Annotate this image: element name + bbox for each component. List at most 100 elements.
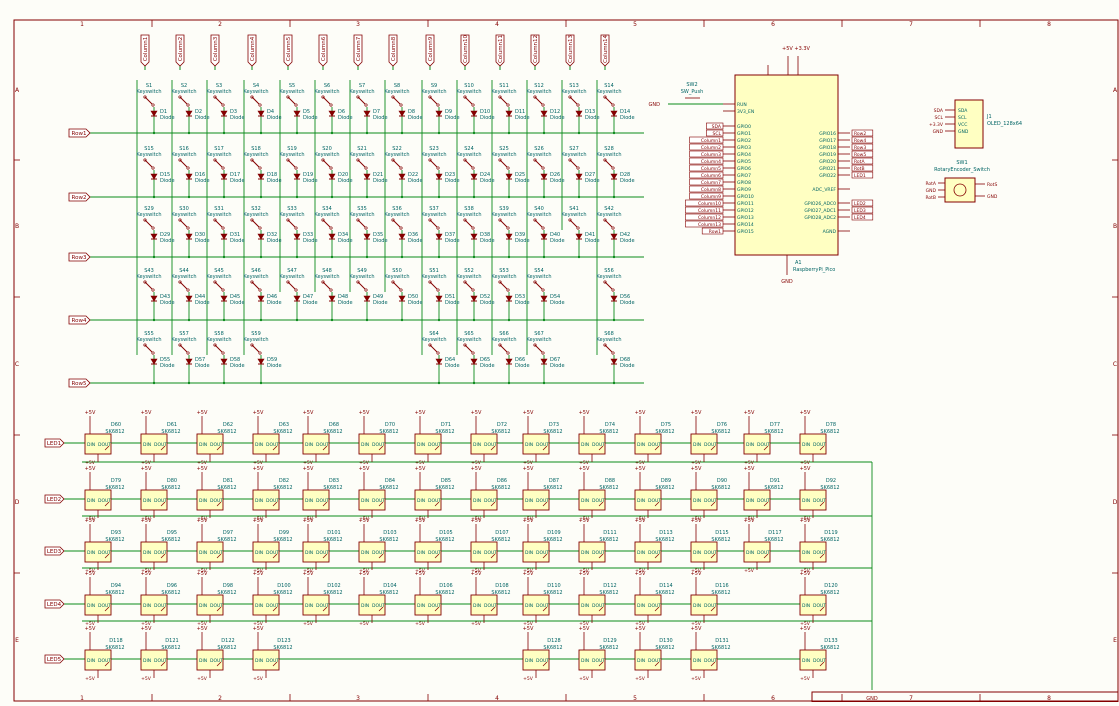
din-pin: DIN	[417, 442, 425, 448]
column-label-text: Column14	[603, 34, 609, 63]
vcc-label: +5V	[579, 626, 590, 632]
led-part-value: SK6812	[599, 645, 618, 651]
vcc-label: +5V	[800, 410, 811, 416]
led-ref: D91	[770, 478, 780, 484]
led-arrow	[322, 501, 328, 507]
diode-body	[610, 233, 618, 240]
led-ref: D68	[329, 422, 339, 428]
dout-pin: DOUT	[154, 498, 167, 504]
switch-pin	[221, 166, 225, 170]
junction	[612, 255, 616, 259]
diode-ref: D30	[195, 232, 205, 238]
net-label-text: Column4	[701, 159, 721, 165]
switch-contact	[604, 96, 613, 105]
switch-pin	[436, 351, 440, 355]
frame-column-label: 8	[1047, 695, 1051, 702]
diode-body	[257, 295, 265, 302]
switch-contact	[287, 219, 296, 228]
switch-ref: S44	[179, 268, 189, 274]
din-pin: DIN	[525, 603, 533, 609]
led-part-value: SK6812	[379, 537, 398, 543]
mcu-net-label: LED3	[851, 206, 874, 214]
switch-pin	[399, 166, 403, 170]
column-net-label: Column2	[175, 34, 185, 67]
switch-contact	[322, 281, 331, 290]
junction	[437, 195, 441, 199]
vcc-label: +5V	[744, 466, 755, 472]
diode-body	[540, 295, 548, 302]
dout-pin: DOUT	[813, 498, 826, 504]
switch-value: Keyswitch	[491, 274, 516, 280]
switch-pin	[611, 166, 615, 170]
led-ref: D96	[167, 583, 177, 589]
frame-border	[13, 19, 1119, 702]
diode-ref: D14	[620, 109, 630, 115]
junction	[222, 195, 226, 199]
din-pin: DIN	[361, 603, 369, 609]
frame-column-label: 1	[80, 695, 84, 702]
switch-pin	[250, 343, 254, 347]
junction	[437, 131, 441, 135]
switch-ref: S7	[359, 83, 365, 89]
mcu-pin-name: GPIO16	[819, 131, 836, 137]
switch-contact	[429, 159, 438, 168]
switch-value: Keyswitch	[596, 274, 621, 280]
switch-ref: S2	[181, 83, 187, 89]
switch-ref: S15	[144, 146, 154, 152]
din-pin: DIN	[693, 658, 701, 664]
led-row-label: LED3	[44, 546, 65, 556]
junction	[612, 381, 616, 385]
net-label-text: LED3	[854, 208, 866, 214]
led-part-value: SK6812	[217, 537, 236, 543]
net-label-box	[685, 199, 724, 207]
switch-contact	[144, 281, 153, 290]
vcc-label: +5V	[523, 626, 534, 632]
net-label-text: LED4	[854, 215, 866, 221]
switch-contact	[499, 344, 508, 353]
diode-body	[185, 233, 193, 240]
switch-contact	[429, 344, 438, 353]
switch-pin	[533, 280, 537, 284]
switch-value: Keyswitch	[596, 152, 621, 158]
led-part-value: SK6812	[217, 590, 236, 596]
led-arrow	[378, 501, 384, 507]
switch-pin	[611, 226, 615, 230]
led-arrow	[598, 661, 604, 667]
diode-value: Diode	[230, 300, 245, 306]
dout-pin: DOUT	[813, 658, 826, 664]
dout-pin: DOUT	[372, 442, 385, 448]
diode-value: Diode	[160, 300, 175, 306]
row-label-text: Row2	[72, 195, 87, 201]
din-pin: DIN	[802, 550, 810, 556]
led-ref: D85	[441, 478, 451, 484]
diode-body	[328, 233, 336, 240]
vcc-label: +5V	[253, 676, 264, 682]
led-arrow	[490, 501, 496, 507]
led-arrow	[434, 606, 440, 612]
diode-ref: D66	[515, 357, 525, 363]
oled-value: OLED_128x64	[987, 121, 1022, 127]
switch-contact	[604, 159, 613, 168]
led-part-value: SK6812	[379, 590, 398, 596]
switch-pin	[533, 158, 537, 162]
diode-body	[505, 173, 513, 180]
mcu-pin-name: GPIO12	[737, 208, 754, 214]
vcc-label: +5V	[415, 571, 426, 577]
switch-ref: S36	[392, 206, 402, 212]
switch-pin	[250, 95, 254, 99]
frame-column-label: 4	[495, 21, 499, 28]
switch-value: Keyswitch	[171, 274, 196, 280]
column-net-label: Column1	[140, 34, 150, 67]
switch-contact	[287, 96, 296, 105]
vcc-label: +5V	[85, 460, 96, 466]
